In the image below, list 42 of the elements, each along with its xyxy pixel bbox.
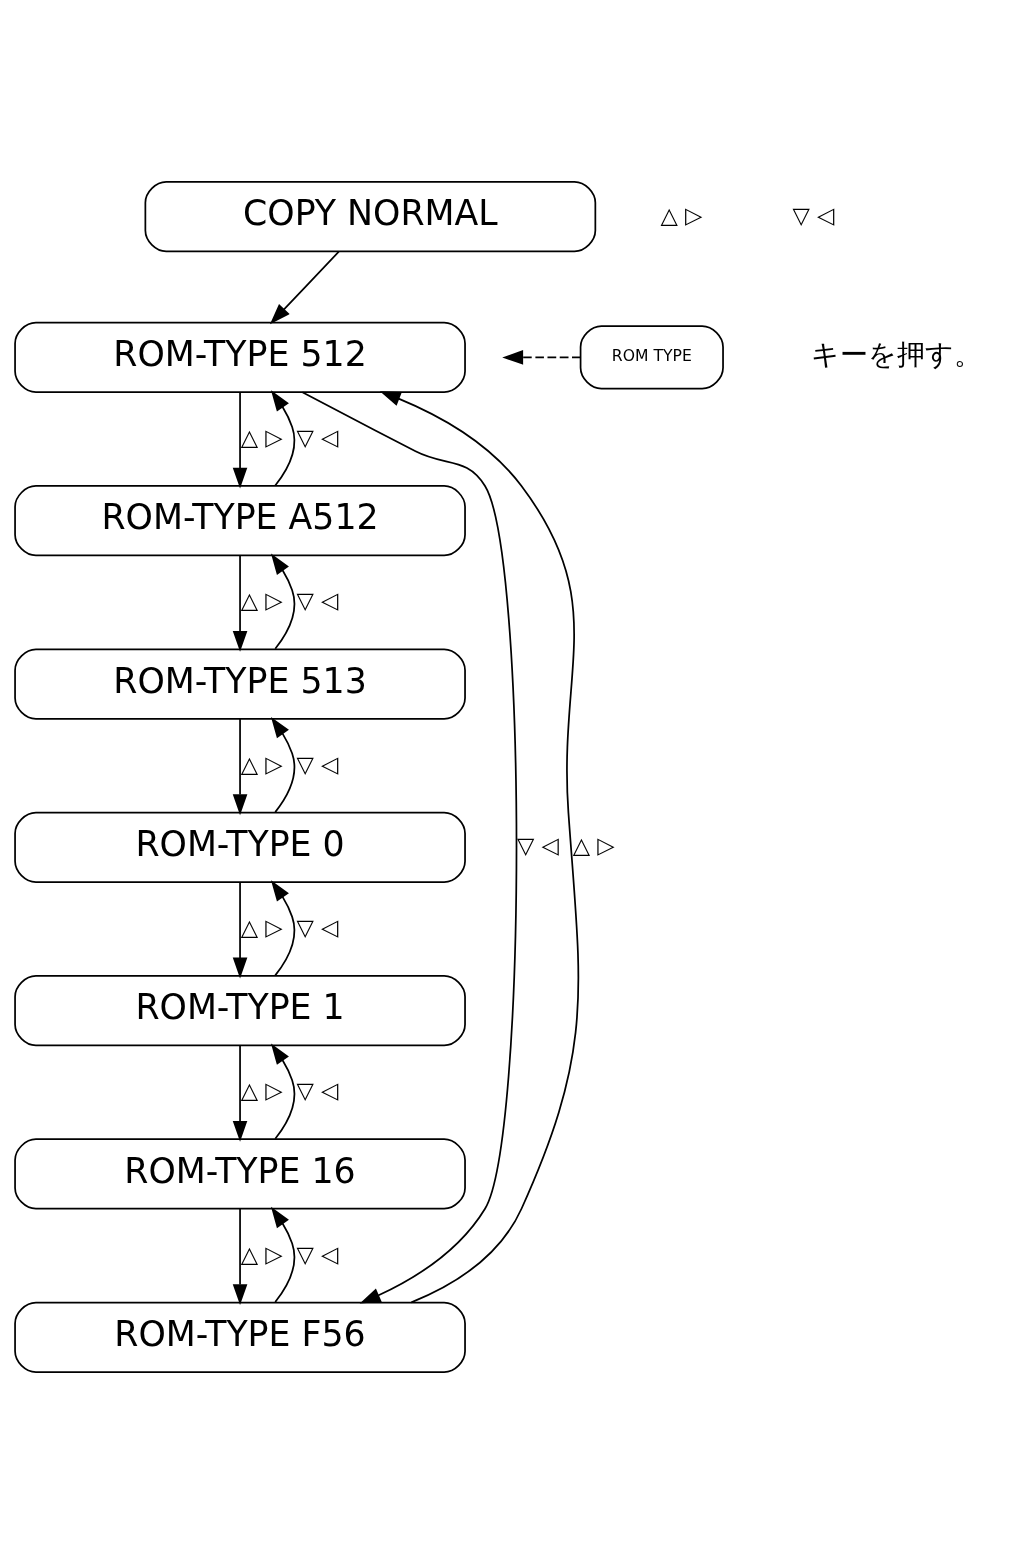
arrow: [232, 1207, 248, 1305]
arrow: [301, 390, 518, 1304]
node-box: ROM-TYPE 16: [14, 1137, 466, 1210]
edge-label: △ ▷: [240, 1076, 283, 1103]
edge-label: ▽ ◁: [296, 750, 339, 777]
node-box: ROM TYPE: [579, 324, 724, 390]
arrow: [269, 250, 340, 324]
edge-label: △ ▷: [240, 750, 283, 777]
node-label: キーを押す。: [811, 337, 983, 371]
arrow: [271, 1206, 296, 1303]
edge-label: ▽ ◁: [517, 831, 559, 858]
label: ▽ ◁: [792, 201, 835, 228]
edge-label: ▽ ◁: [296, 1076, 339, 1103]
node-box: ROM-TYPE 512: [14, 321, 466, 393]
edge-label: △ ▷: [240, 913, 283, 940]
edge-label: ▽ ◁: [296, 586, 339, 613]
edge-label: ▽ ◁: [296, 1240, 339, 1267]
arrow: [271, 879, 296, 976]
edge-label: △ ▷: [240, 586, 283, 613]
edge-label: ▽ ◁: [296, 423, 339, 450]
arrow: [232, 554, 248, 652]
node-box: COPY NORMAL: [144, 180, 597, 252]
node-box: ROM-TYPE 0: [14, 811, 466, 883]
arrow: [502, 349, 582, 365]
arrow: [271, 716, 296, 813]
node-box: ROM-TYPE 1: [14, 974, 466, 1046]
edge-label: △ ▷: [240, 1240, 283, 1267]
arrow: [232, 717, 248, 815]
node-box: ROM-TYPE 513: [14, 647, 466, 720]
label: △ ▷: [660, 201, 703, 228]
arrow: [232, 390, 248, 489]
arrow: [232, 880, 248, 978]
arrow: [271, 553, 296, 650]
arrow: [379, 390, 580, 1303]
edge-label: △ ▷: [572, 831, 615, 858]
arrow: [271, 389, 296, 486]
edge-label: ▽ ◁: [296, 913, 339, 940]
arrow: [271, 1043, 296, 1140]
edge-label: △ ▷: [240, 423, 283, 450]
node-box: ROM-TYPE A512: [14, 484, 466, 556]
node-box: ROM-TYPE F56: [14, 1301, 466, 1373]
arrow: [232, 1044, 248, 1142]
